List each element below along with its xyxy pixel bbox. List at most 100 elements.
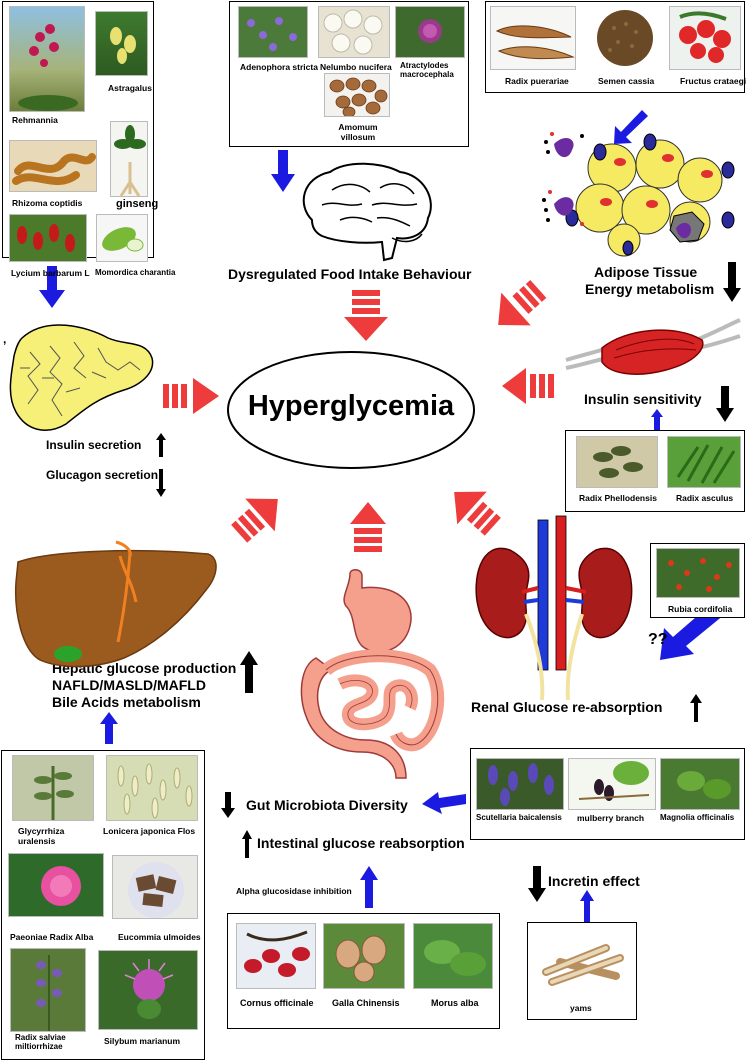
red-arrow-from-gut <box>350 502 386 552</box>
blue-arrow-alpha <box>360 866 378 908</box>
adenophora-caption: Adenophora stricta <box>240 62 318 72</box>
rubia-photo <box>656 548 740 598</box>
eucommia-photo <box>112 855 198 919</box>
insulin-sensitivity-label: Insulin sensitivity <box>584 391 702 407</box>
lycium-caption: Lycium barbarum L <box>11 268 90 278</box>
coptidis-caption: Rhizoma coptidis <box>12 198 83 208</box>
mulberry-photo <box>568 758 656 810</box>
nafld-label: NAFLD/MASLD/MAFLD <box>52 677 206 693</box>
astragalus-photo <box>95 11 148 76</box>
brain-illustration <box>302 162 432 262</box>
scutellaria-caption: Scutellaria baicalensis <box>476 813 562 822</box>
black-arrow-hepatic <box>240 651 258 693</box>
blue-arrow-yams <box>580 890 594 922</box>
astragalus-caption: Astragalus <box>108 83 152 93</box>
morus-caption: Morus alba <box>431 998 479 1008</box>
salviae-caption: Radix salviae miltiorrhizae <box>15 1033 66 1051</box>
phellodensis-caption: Radix Phellodensis <box>579 493 657 503</box>
alpha-glucosidase-label: Alpha glucosidase inhibition <box>236 886 352 896</box>
bile-acids-label: Bile Acids metabolism <box>52 694 201 710</box>
red-arrow-from-pancreas <box>163 378 219 414</box>
black-arrow-renal <box>690 694 702 722</box>
liver-illustration <box>14 540 217 668</box>
ginseng-photo <box>110 121 148 197</box>
renal-reabsorption-label: Renal Glucose re-absorption <box>471 699 663 715</box>
yams-photo <box>536 932 628 990</box>
asculus-caption: Radix asculus <box>676 493 734 503</box>
blue-arrow-gut <box>422 792 466 814</box>
yams-caption: yams <box>570 1003 592 1013</box>
black-arrow-incretin <box>528 866 546 902</box>
adenophora-photo <box>238 6 308 58</box>
crataegi-photo <box>669 6 741 70</box>
incretin-effect-label: Incretin effect <box>548 873 640 889</box>
glycyrrhiza-photo <box>12 755 94 821</box>
glucagon-secretion-label: Glucagon secretion <box>46 468 159 482</box>
salviae-photo <box>10 948 86 1032</box>
kidney-illustration <box>475 515 633 701</box>
red-arrow-from-brain <box>344 290 388 341</box>
black-arrow-glucagon-secretion <box>156 469 166 497</box>
magnolia-caption: Magnolia officinalis <box>660 813 735 822</box>
gut-diversity-label: Gut Microbiota Diversity <box>246 797 408 813</box>
mulberry-caption: mulberry branch <box>577 813 645 823</box>
glycyrrhiza-caption: Glycyrrhiza uralensis <box>18 826 65 846</box>
crataegi-caption: Fructus crataegi <box>680 76 747 86</box>
lonicera-photo <box>106 755 198 821</box>
energy-metabolism-label: Energy metabolism <box>585 281 715 297</box>
galla-caption: Galla Chinensis <box>332 998 400 1008</box>
scutellaria-photo <box>476 758 564 810</box>
silybum-caption: Silybum marianum <box>104 1036 181 1046</box>
black-arrow-gut-diversity <box>221 792 235 818</box>
rehmannia-caption: Rehmannia <box>12 115 58 125</box>
lonicera-caption: Lonicera japonica Flos <box>103 826 196 836</box>
adipose-cells-illustration <box>542 132 735 257</box>
black-arrow-energy <box>723 262 741 302</box>
nelumbo-photo <box>318 6 390 58</box>
pancreas-illustration <box>9 324 154 431</box>
atractylodes-photo <box>395 6 465 58</box>
cornus-caption: Cornus officinale <box>240 998 314 1008</box>
red-arrow-from-muscle <box>502 368 554 404</box>
nelumbo-caption: Nelumbo nucifera <box>320 62 392 72</box>
blue-arrow-pancreas <box>39 266 65 308</box>
galla-photo <box>323 923 405 989</box>
red-arrow-from-liver <box>231 498 278 543</box>
hyperglycemia-title: Hyperglycemia <box>247 390 455 422</box>
red-arrow-from-kidney <box>454 491 501 536</box>
phellodensis-photo <box>576 436 658 488</box>
hyperglycemia-ellipse <box>227 351 475 469</box>
black-arrow-intestinal <box>242 830 252 858</box>
rubia-caption: Rubia cordifolia <box>668 604 733 614</box>
stray-comma: , <box>3 332 7 346</box>
cornus-photo <box>236 923 316 989</box>
blue-arrow-adipose <box>614 110 648 144</box>
asculus-photo <box>667 436 741 488</box>
food-intake-label: Dysregulated Food Intake Behaviour <box>228 266 472 282</box>
adipose-tissue-label: Adipose Tissue <box>594 264 698 280</box>
blue-arrow-sensitivity <box>651 409 663 431</box>
pueraria-photo <box>490 6 576 70</box>
magnolia-photo <box>660 758 740 810</box>
rehmannia-photo <box>9 6 85 112</box>
blue-arrow-liver <box>100 712 118 744</box>
coptidis-photo <box>9 140 97 192</box>
cassia-caption: Semen cassia <box>598 76 655 86</box>
ginseng-caption: ginseng <box>116 198 159 210</box>
blue-arrow-brain <box>271 150 295 192</box>
eucommia-caption: Eucommia ulmoides <box>118 932 201 942</box>
pueraria-caption: Radix puerariae <box>505 76 569 86</box>
atractylodes-caption: Atractylodes macrocephala <box>400 61 454 79</box>
intestinal-reabsorption-label: Intestinal glucose reabsorption <box>257 835 465 851</box>
silybum-photo <box>98 950 198 1030</box>
amomum-photo <box>324 73 390 117</box>
insulin-secretion-label: Insulin secretion <box>46 438 142 452</box>
question-marks: ?? <box>648 631 668 648</box>
momordica-caption: Momordica charantia <box>95 268 176 277</box>
paeoniae-caption: Paeoniae Radix Alba <box>10 932 94 942</box>
lycium-photo <box>9 214 87 262</box>
muscle-illustration <box>565 318 741 375</box>
paeoniae-photo <box>8 853 104 917</box>
momordica-photo <box>96 214 148 262</box>
black-arrow-insulin-secretion <box>156 433 166 457</box>
